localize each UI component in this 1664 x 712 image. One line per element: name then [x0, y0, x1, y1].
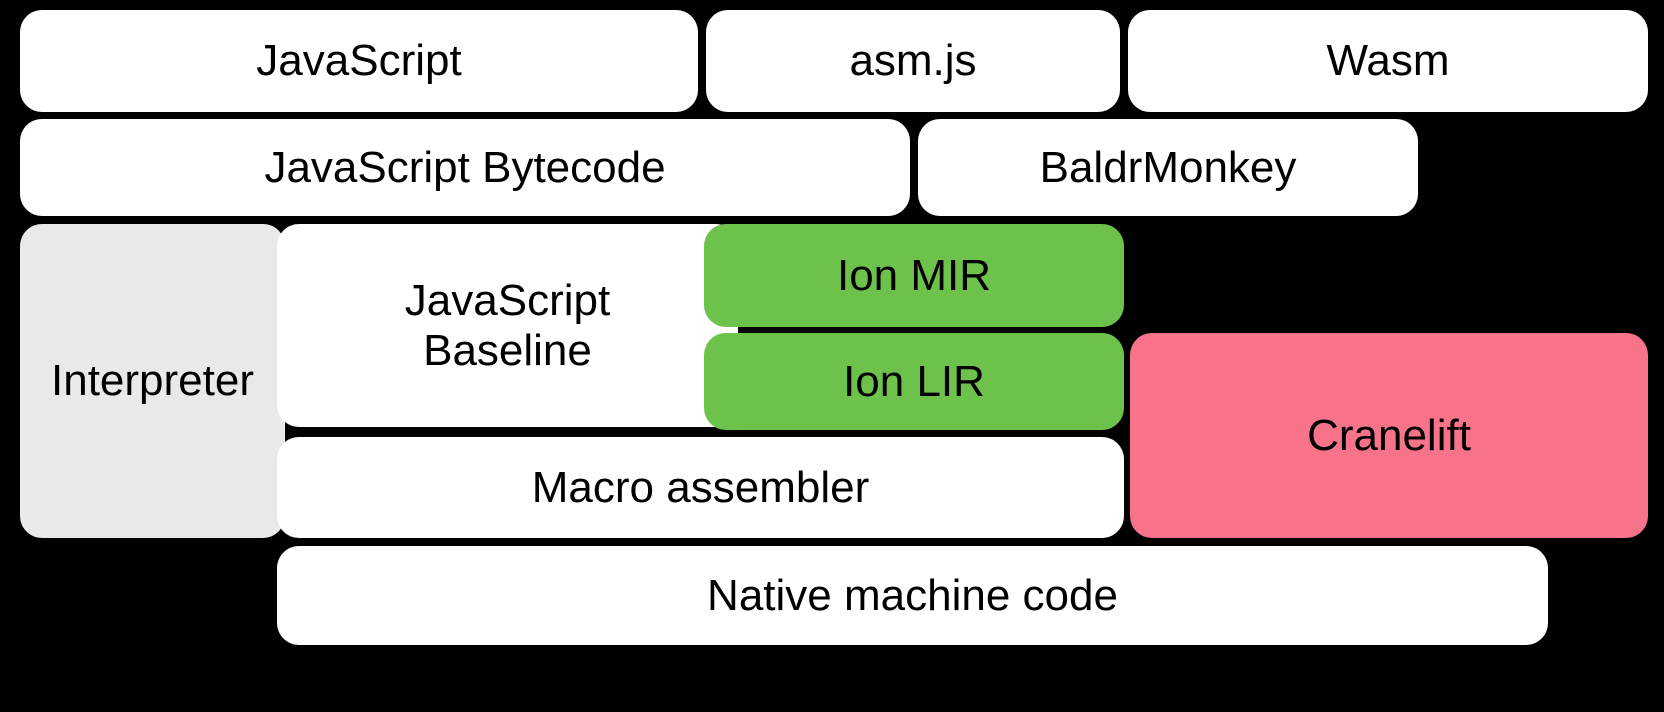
node-baldrmonkey: BaldrMonkey	[918, 119, 1418, 216]
node-javascript-bytecode: JavaScript Bytecode	[20, 119, 910, 216]
node-asmjs: asm.js	[706, 10, 1120, 112]
node-javascript-baseline: JavaScript Baseline	[277, 224, 738, 427]
node-ion-lir: Ion LIR	[704, 333, 1124, 430]
node-wasm: Wasm	[1128, 10, 1648, 112]
node-cranelift: Cranelift	[1130, 333, 1648, 538]
node-native-machine-code: Native machine code	[277, 546, 1548, 645]
node-interpreter: Interpreter	[20, 224, 285, 538]
node-javascript: JavaScript	[20, 10, 698, 112]
node-macro-assembler: Macro assembler	[277, 437, 1124, 538]
node-ion-mir: Ion MIR	[704, 224, 1124, 327]
